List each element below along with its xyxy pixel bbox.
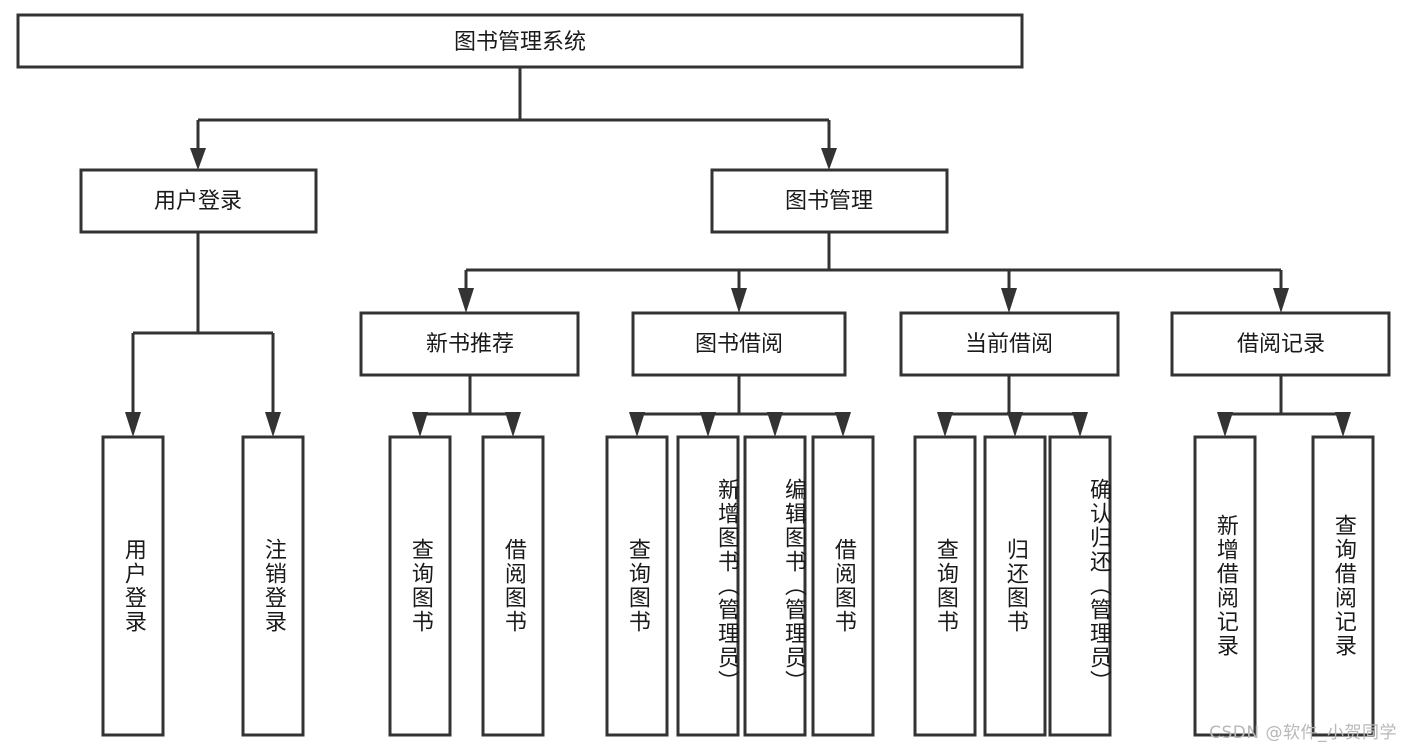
node-box-leaf-query-record[interactable]: [1311, 435, 1375, 737]
arrow-leaf-borrow-book-1: [505, 412, 521, 437]
arrow-leaf-query-book-1: [412, 412, 428, 437]
arrow-leaf-return-book: [1007, 412, 1023, 437]
node-label-current-borrow: 当前借阅: [965, 332, 1053, 357]
node-box-leaf-query-book-1[interactable]: [388, 435, 452, 737]
node-label-new-book-recommend: 新书推荐: [426, 332, 514, 357]
arrow-to-new-book-recommend: [458, 288, 474, 313]
node-box-book-borrow[interactable]: [631, 311, 847, 377]
node-box-root[interactable]: [16, 13, 1024, 69]
node-box-leaf-borrow-book-2[interactable]: [811, 435, 875, 737]
arrow-leaf-logout: [265, 412, 281, 437]
arrow-leaf-borrow-book-2: [835, 412, 851, 437]
arrow-leaf-query-book-2: [629, 412, 645, 437]
arrow-to-book-management: [821, 148, 837, 170]
arrow-leaf-edit-book: [767, 412, 783, 437]
node-label-borrow-record: 借阅记录: [1237, 332, 1325, 357]
node-box-leaf-borrow-book-1[interactable]: [481, 435, 545, 737]
node-label-user-login: 用户登录: [154, 189, 242, 214]
node-box-leaf-confirm-return[interactable]: [1048, 435, 1112, 737]
arrow-leaf-user-login: [125, 412, 141, 437]
arrow-leaf-query-book-3: [937, 412, 953, 437]
watermark-text: CSDN @软件_小贺同学: [1209, 723, 1397, 743]
node-box-leaf-query-book-3[interactable]: [913, 435, 977, 737]
arrow-to-user-login: [190, 148, 206, 170]
arrow-to-borrow-record: [1273, 288, 1289, 313]
node-box-leaf-add-book[interactable]: [676, 435, 740, 737]
arrow-to-book-borrow: [731, 288, 747, 313]
boxes-layer: 图书管理系统 用户登录 图书管理 新书推荐 图书借阅 当前借阅 借阅记录: [16, 13, 1391, 737]
arrow-leaf-confirm-return: [1072, 412, 1088, 437]
arrow-to-current-borrow: [1001, 288, 1017, 313]
edges-layer: [125, 67, 1351, 437]
node-box-user-login[interactable]: [79, 168, 318, 234]
node-label-book-management: 图书管理: [785, 189, 873, 214]
arrow-leaf-add-record: [1217, 412, 1233, 437]
node-box-leaf-user-login[interactable]: [101, 435, 165, 737]
node-box-borrow-record[interactable]: [1170, 311, 1391, 377]
node-box-leaf-query-book-2[interactable]: [605, 435, 669, 737]
node-box-leaf-edit-book[interactable]: [743, 435, 807, 737]
node-box-new-book-recommend[interactable]: [359, 311, 580, 377]
arrow-leaf-add-book: [700, 412, 716, 437]
node-box-book-management[interactable]: [710, 168, 949, 234]
node-box-leaf-return-book[interactable]: [983, 435, 1047, 737]
node-label-book-borrow: 图书借阅: [695, 332, 783, 357]
arrow-leaf-query-record: [1335, 412, 1351, 437]
node-box-leaf-logout[interactable]: [241, 435, 305, 737]
node-box-leaf-add-record[interactable]: [1193, 435, 1257, 737]
node-label-root: 图书管理系统: [454, 30, 586, 55]
node-box-current-borrow[interactable]: [899, 311, 1120, 377]
